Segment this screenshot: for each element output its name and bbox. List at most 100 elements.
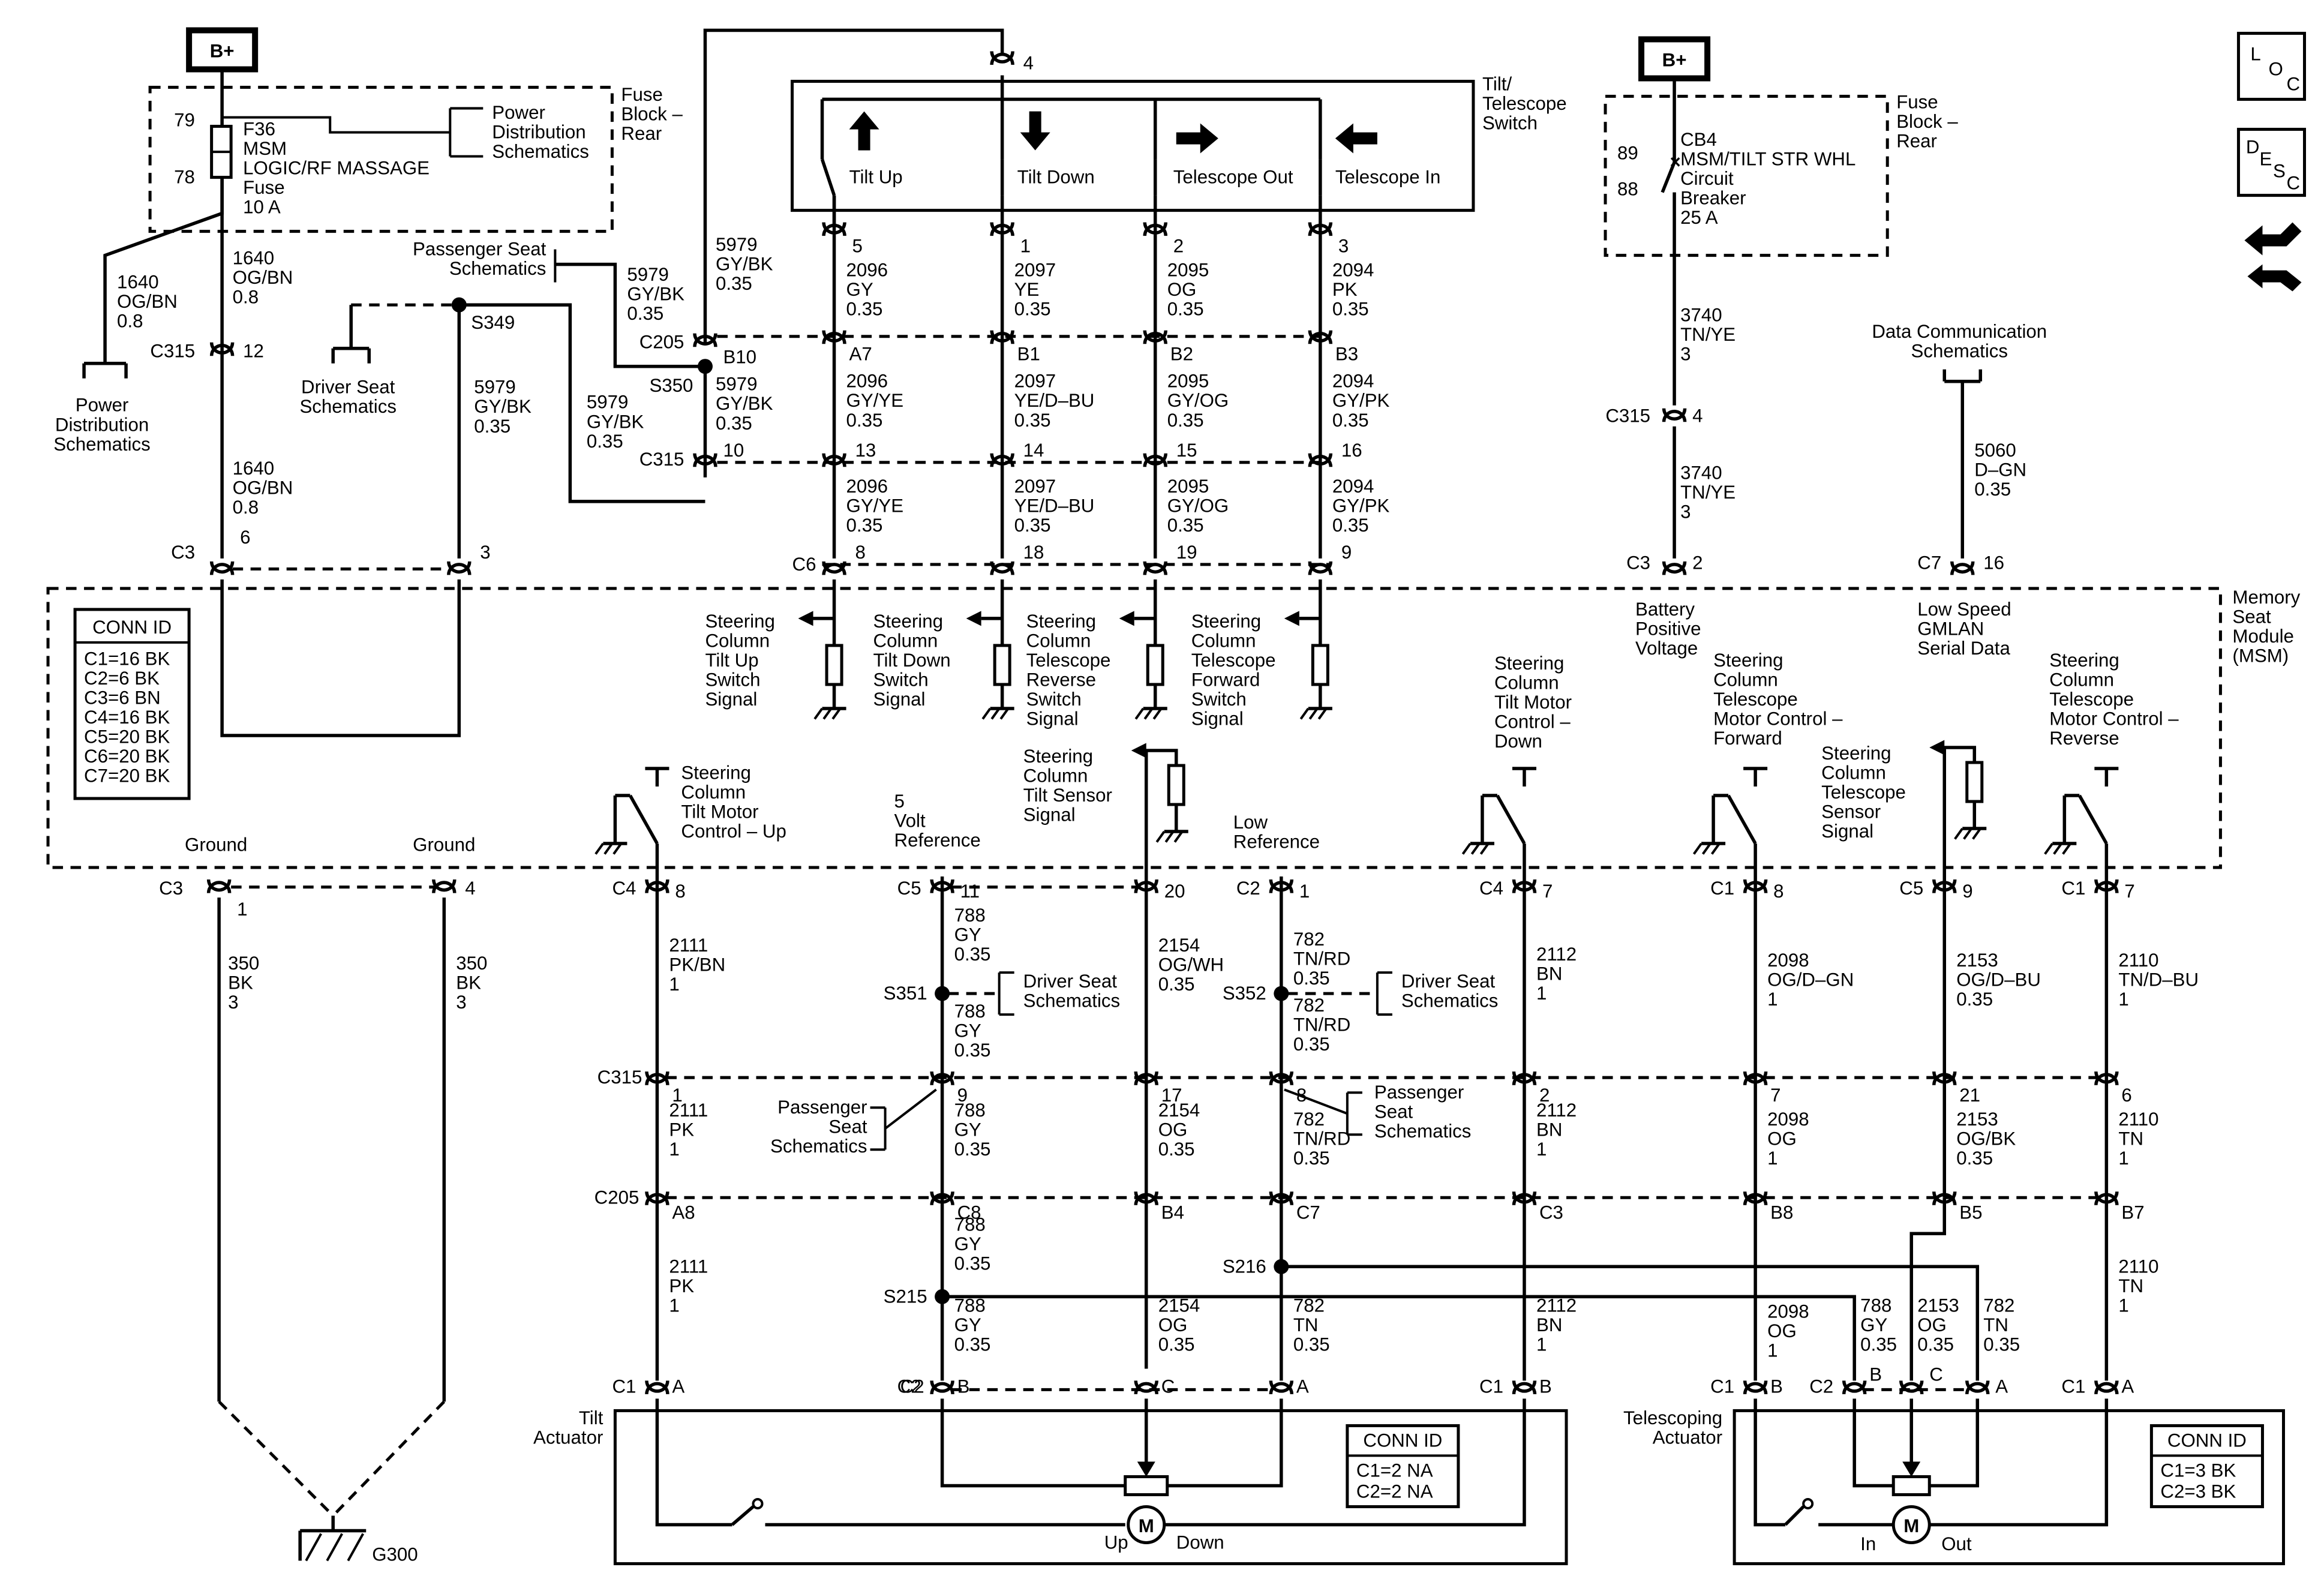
svg-text:B1: B1 — [1017, 344, 1040, 365]
splice-s216 — [1274, 1259, 1289, 1274]
svg-text:C6: C6 — [792, 554, 816, 575]
tilt-actuator — [613, 1409, 1568, 1566]
svg-text:0.35: 0.35 — [1860, 1334, 1897, 1355]
svg-text:0.35: 0.35 — [954, 1040, 991, 1061]
svg-text:16: 16 — [1341, 440, 1362, 461]
svg-text:0.35: 0.35 — [587, 431, 623, 452]
svg-text:79: 79 — [174, 110, 195, 131]
svg-text:11: 11 — [960, 881, 980, 902]
svg-text:D: D — [2246, 137, 2260, 158]
svg-text:0.35: 0.35 — [1917, 1334, 1954, 1355]
svg-text:C3=6 BN: C3=6 BN — [84, 687, 161, 708]
svg-text:C315: C315 — [639, 449, 684, 470]
svg-text:M: M — [1903, 1515, 1919, 1536]
svg-text:GY: GY — [954, 1020, 981, 1041]
svg-text:Telescope In: Telescope In — [1335, 167, 1440, 188]
motor-switch-down — [1463, 767, 1536, 877]
svg-text:OG: OG — [1158, 1119, 1188, 1140]
svg-text:2153: 2153 — [1956, 950, 1998, 971]
svg-text:2098: 2098 — [1767, 1109, 1809, 1130]
svg-text:GY/YE: GY/YE — [846, 390, 904, 411]
motor-switch-fwd — [1694, 767, 1768, 877]
svg-text:C1=3 BK: C1=3 BK — [2160, 1460, 2236, 1481]
navigation-icon[interactable] — [2244, 222, 2302, 292]
svg-text:C1: C1 — [1710, 878, 1734, 899]
svg-text:2112: 2112 — [1536, 1100, 1577, 1121]
svg-text:88: 88 — [1617, 179, 1638, 200]
svg-text:OG/D–GN: OG/D–GN — [1767, 969, 1854, 990]
desc-icon[interactable]: D E S C — [2236, 128, 2306, 197]
svg-text:PK: PK — [1332, 279, 1358, 300]
svg-text:5979: 5979 — [716, 374, 758, 395]
svg-text:0.35: 0.35 — [1332, 299, 1369, 320]
svg-text:0.35: 0.35 — [846, 515, 883, 536]
svg-text:2154: 2154 — [1158, 935, 1200, 956]
svg-text:OG: OG — [1917, 1314, 1947, 1335]
svg-text:0.35: 0.35 — [1956, 989, 1993, 1010]
ground-label-2: Ground — [413, 834, 475, 855]
svg-text:89: 89 — [1617, 143, 1638, 164]
svg-text:2098: 2098 — [1767, 1301, 1809, 1322]
svg-text:OG/BN: OG/BN — [233, 477, 293, 498]
svg-text:0.35: 0.35 — [627, 303, 663, 324]
svg-text:C4: C4 — [612, 878, 636, 899]
svg-text:2112: 2112 — [1536, 944, 1577, 965]
svg-text:B3: B3 — [1335, 344, 1358, 365]
svg-text:TN: TN — [2118, 1128, 2143, 1149]
svg-text:GY/PK: GY/PK — [1332, 390, 1390, 411]
svg-text:1: 1 — [669, 1295, 679, 1316]
wire-5979-pass: 5979 GY/BK 0.35 — [627, 264, 684, 324]
svg-text:TN/YE: TN/YE — [1680, 482, 1736, 503]
svg-text:0.35: 0.35 — [954, 944, 991, 965]
svg-text:8: 8 — [855, 542, 866, 563]
svg-text:7: 7 — [2124, 881, 2134, 902]
svg-text:4: 4 — [1023, 53, 1034, 74]
svg-text:1: 1 — [2118, 989, 2128, 1010]
svg-text:15: 15 — [1176, 440, 1197, 461]
tele-motor: M In Out — [1753, 1398, 2109, 1554]
svg-text:GY: GY — [954, 1233, 981, 1254]
svg-text:0.35: 0.35 — [1167, 410, 1204, 431]
svg-text:C1=16 BK: C1=16 BK — [84, 648, 170, 669]
svg-text:TN/D–BU: TN/D–BU — [2118, 969, 2199, 990]
svg-text:TN/RD: TN/RD — [1293, 1014, 1350, 1035]
svg-text:OG/D–BU: OG/D–BU — [1956, 969, 2041, 990]
svg-text:1640: 1640 — [117, 272, 159, 293]
svg-text:C2=2 NA: C2=2 NA — [1356, 1481, 1433, 1502]
svg-text:Circuit: Circuit — [1680, 168, 1734, 189]
svg-text:788: 788 — [1860, 1295, 1891, 1316]
svg-text:2095: 2095 — [1167, 476, 1209, 497]
svg-text:13: 13 — [855, 440, 876, 461]
svg-text:0.35: 0.35 — [1158, 974, 1195, 995]
svg-text:GY/OG: GY/OG — [1167, 495, 1229, 516]
svg-text:C7: C7 — [1296, 1202, 1320, 1223]
loc-icon[interactable]: L O C — [2236, 32, 2306, 101]
svg-text:C1: C1 — [2061, 1376, 2085, 1397]
svg-text:Breaker: Breaker — [1680, 188, 1746, 209]
svg-text:BK: BK — [228, 972, 253, 993]
wire-1640-left: 1640 OG/BN 0.8 — [117, 272, 178, 332]
switch-tilt-up: Tilt Up — [820, 99, 903, 226]
svg-text:C205: C205 — [639, 332, 684, 353]
wire-1640-top: 1640 OG/BN 0.8 — [233, 248, 293, 308]
svg-text:788: 788 — [954, 1100, 986, 1121]
svg-text:3: 3 — [1680, 501, 1691, 522]
svg-text:L: L — [2250, 44, 2260, 65]
svg-text:BN: BN — [1536, 1119, 1562, 1140]
